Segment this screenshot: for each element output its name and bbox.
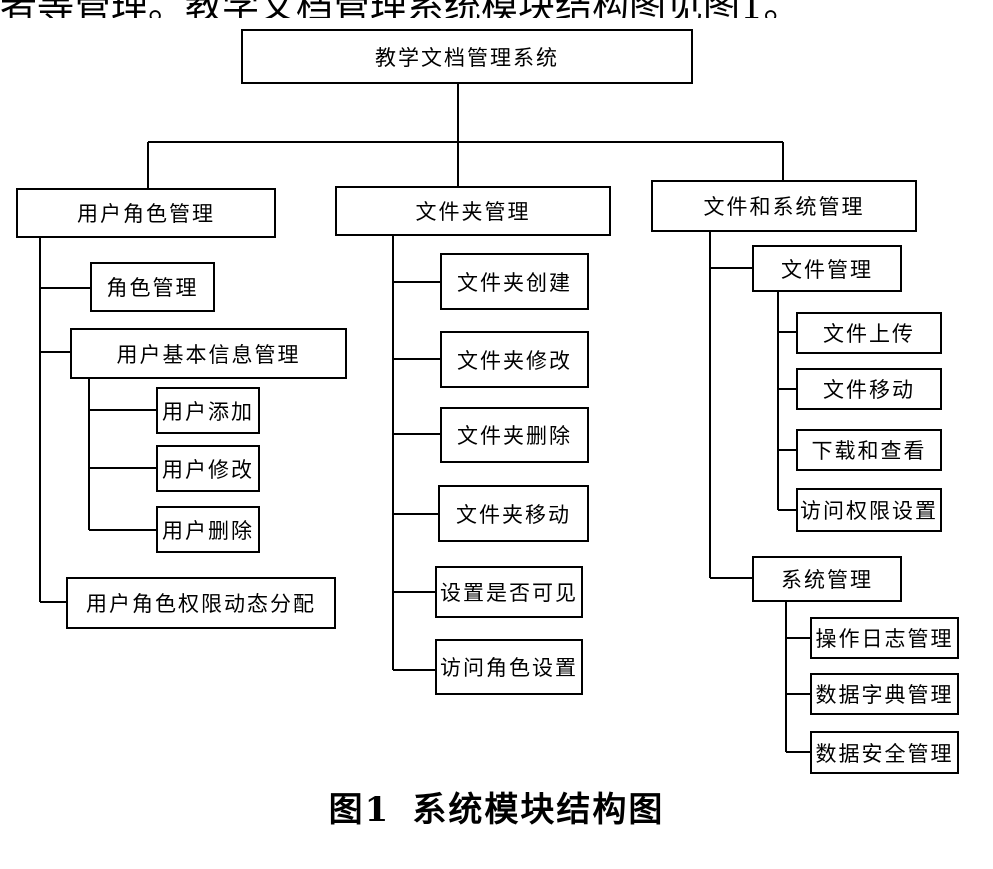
previous-paragraph-fragment: 者等管理。教学文档管理系统模块结构图见图1。 (0, 0, 993, 18)
user-delete-node: 用户删除 (156, 506, 260, 553)
user-role-management-node: 用户角色管理 (16, 188, 276, 238)
access-role-settings-node: 访问角色设置 (435, 639, 583, 695)
user-role-dynamic-allocation-node: 用户角色权限动态分配 (66, 577, 336, 629)
set-visibility-node: 设置是否可见 (435, 566, 583, 618)
file-and-system-management-node: 文件和系统管理 (651, 180, 917, 232)
figure-title: 系统模块结构图 (412, 790, 665, 830)
system-management-node: 系统管理 (752, 556, 902, 602)
figure-label: 图1 (328, 790, 391, 830)
role-management-node: 角色管理 (90, 262, 215, 312)
folder-delete-node: 文件夹删除 (440, 407, 589, 463)
root-node: 教学文档管理系统 (241, 29, 693, 84)
folder-management-node: 文件夹管理 (335, 186, 611, 236)
folder-create-node: 文件夹创建 (440, 253, 589, 310)
figure-caption: 图1 系统模块结构图 (0, 782, 993, 831)
access-permission-settings-node: 访问权限设置 (796, 488, 942, 532)
user-basic-info-node: 用户基本信息管理 (70, 328, 347, 379)
operation-log-management-node: 操作日志管理 (810, 617, 959, 659)
file-upload-node: 文件上传 (796, 312, 942, 354)
data-dictionary-management-node: 数据字典管理 (810, 673, 959, 715)
folder-move-node: 文件夹移动 (438, 485, 589, 542)
file-move-node: 文件移动 (796, 368, 942, 410)
download-and-view-node: 下载和查看 (796, 429, 942, 471)
user-modify-node: 用户修改 (156, 445, 260, 492)
data-security-management-node: 数据安全管理 (810, 731, 959, 774)
user-add-node: 用户添加 (156, 387, 260, 434)
file-management-node: 文件管理 (752, 245, 902, 292)
folder-modify-node: 文件夹修改 (440, 331, 589, 388)
